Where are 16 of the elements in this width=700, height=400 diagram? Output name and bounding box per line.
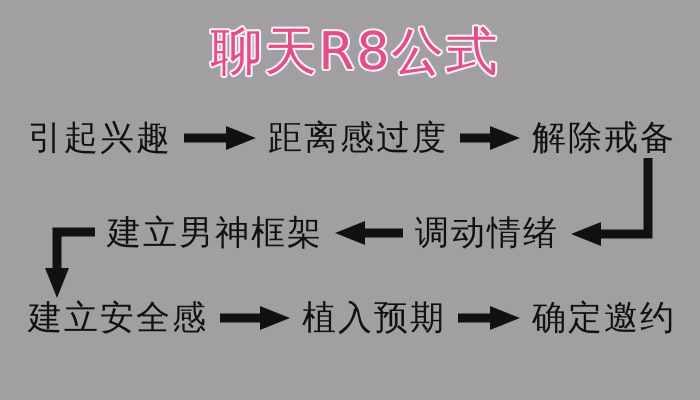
arrow — [45, 228, 95, 298]
step-text: 植入预期 — [290, 298, 458, 338]
arrow — [571, 158, 652, 246]
step-text: 解除戒备 — [520, 118, 688, 158]
step-text: 距离感过度 — [256, 118, 460, 158]
step-text: 建立男神框架 — [95, 213, 335, 253]
arrow — [335, 221, 403, 245]
arrow — [458, 306, 520, 330]
step-text: 建立安全感 — [16, 298, 220, 338]
arrow — [220, 306, 290, 330]
step-text: 调动情绪 — [403, 213, 571, 253]
arrow — [184, 126, 256, 150]
step-text: 引起兴趣 — [16, 118, 184, 158]
title: 聊天R8公式 — [209, 22, 501, 82]
step-text: 确定邀约 — [520, 298, 688, 338]
arrow — [460, 126, 520, 150]
